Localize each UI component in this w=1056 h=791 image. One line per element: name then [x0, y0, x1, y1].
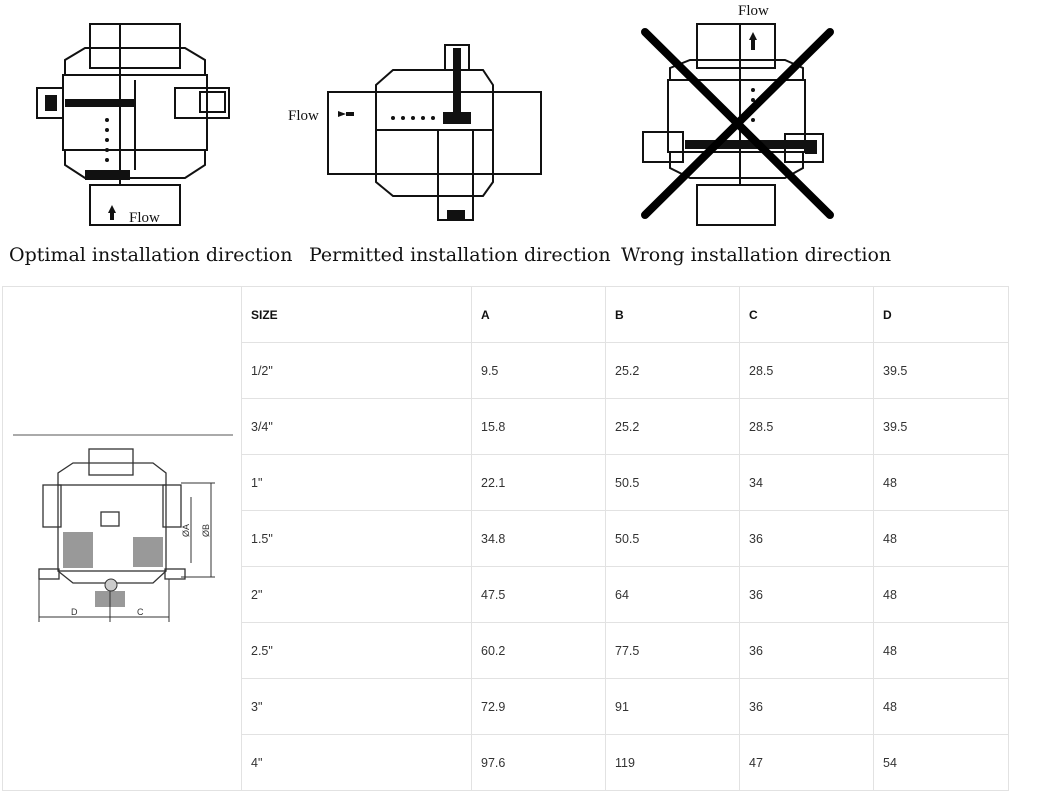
- header-d: D: [873, 286, 1009, 343]
- permitted-installation-figure: Flow: [283, 0, 563, 235]
- cell-a: 22.1: [471, 454, 606, 511]
- dim-label-b: ØB: [201, 524, 211, 537]
- cell-c: 34: [739, 454, 874, 511]
- cell-size: 3/4": [241, 398, 472, 455]
- cell-size: 4": [241, 734, 472, 791]
- cell-c: 36: [739, 510, 874, 567]
- cell-b: 77.5: [605, 622, 740, 679]
- table-row: 1/2" 9.5 25.2 28.5 39.5: [3, 342, 1009, 399]
- optimal-valve-drawing: Flow: [36, 23, 230, 226]
- header-a: A: [471, 286, 606, 343]
- cell-d: 48: [873, 678, 1009, 735]
- cell-b: 50.5: [605, 454, 740, 511]
- cell-a: 34.8: [471, 510, 606, 567]
- header-b: B: [605, 286, 740, 343]
- cell-size: 1": [241, 454, 472, 511]
- cell-c: 36: [739, 566, 874, 623]
- cell-b: 50.5: [605, 510, 740, 567]
- table-row: 3" 72.9 91 36 48: [3, 678, 1009, 735]
- installation-figures: Flow Optimal installation direction: [0, 0, 1056, 280]
- cell-d: 48: [873, 454, 1009, 511]
- optimal-flow-label: Flow: [129, 210, 160, 226]
- cell-a: 47.5: [471, 566, 606, 623]
- table-row: 4" 97.6 119 47 54: [3, 734, 1009, 791]
- dim-label-c: C: [137, 607, 144, 617]
- cell-b: 25.2: [605, 342, 740, 399]
- cell-b: 91: [605, 678, 740, 735]
- cell-a: 72.9: [471, 678, 606, 735]
- cell-c: 28.5: [739, 398, 874, 455]
- cell-a: 60.2: [471, 622, 606, 679]
- cell-c: 36: [739, 622, 874, 679]
- dimension-drawing-cell: ØA ØB D C: [2, 286, 242, 791]
- cell-c: 28.5: [739, 342, 874, 399]
- cell-b: 25.2: [605, 398, 740, 455]
- cell-c: 47: [739, 734, 874, 791]
- cell-a: 97.6: [471, 734, 606, 791]
- dim-label-d: D: [71, 607, 78, 617]
- cell-b: 64: [605, 566, 740, 623]
- cell-d: 39.5: [873, 342, 1009, 399]
- dim-label-a: ØA: [181, 524, 191, 537]
- cell-size: 2.5": [241, 622, 472, 679]
- cell-a: 9.5: [471, 342, 606, 399]
- wrong-flow-label: Flow: [738, 3, 769, 19]
- cell-d: 48: [873, 566, 1009, 623]
- wrong-installation-figure: Flow: [625, 0, 865, 235]
- cell-a: 15.8: [471, 398, 606, 455]
- cell-b: 119: [605, 734, 740, 791]
- cell-size: 1.5": [241, 510, 472, 567]
- optimal-caption: Optimal installation direction: [9, 244, 293, 266]
- wrong-valve-drawing: Flow: [641, 3, 834, 226]
- cell-d: 39.5: [873, 398, 1009, 455]
- dimension-drawing: ØA ØB D C: [13, 434, 233, 622]
- wrong-cross-mark: [641, 28, 834, 219]
- table-row: 2.5" 60.2 77.5 36 48: [3, 622, 1009, 679]
- cell-d: 48: [873, 622, 1009, 679]
- permitted-valve-drawing: Flow: [288, 44, 542, 221]
- optimal-installation-figure: Flow: [25, 0, 245, 235]
- header-size: SIZE: [241, 286, 472, 343]
- cell-size: 2": [241, 566, 472, 623]
- cell-d: 48: [873, 510, 1009, 567]
- permitted-flow-label: Flow: [288, 108, 319, 124]
- header-c: C: [739, 286, 874, 343]
- wrong-caption: Wrong installation direction: [621, 244, 892, 266]
- permitted-caption: Permitted installation direction: [309, 244, 611, 266]
- cell-size: 1/2": [241, 342, 472, 399]
- table-header-row: ØA ØB D C SIZE A B C D: [2, 286, 1009, 791]
- dimensions-table: ØA ØB D C SIZE A B C D 1/2" 9.5 25.2 28.…: [2, 286, 1009, 791]
- table-row: 3/4" 15.8 25.2 28.5 39.5: [3, 398, 1009, 455]
- cell-d: 54: [873, 734, 1009, 791]
- cell-size: 3": [241, 678, 472, 735]
- table-row: 2" 47.5 64 36 48: [3, 566, 1009, 623]
- cell-c: 36: [739, 678, 874, 735]
